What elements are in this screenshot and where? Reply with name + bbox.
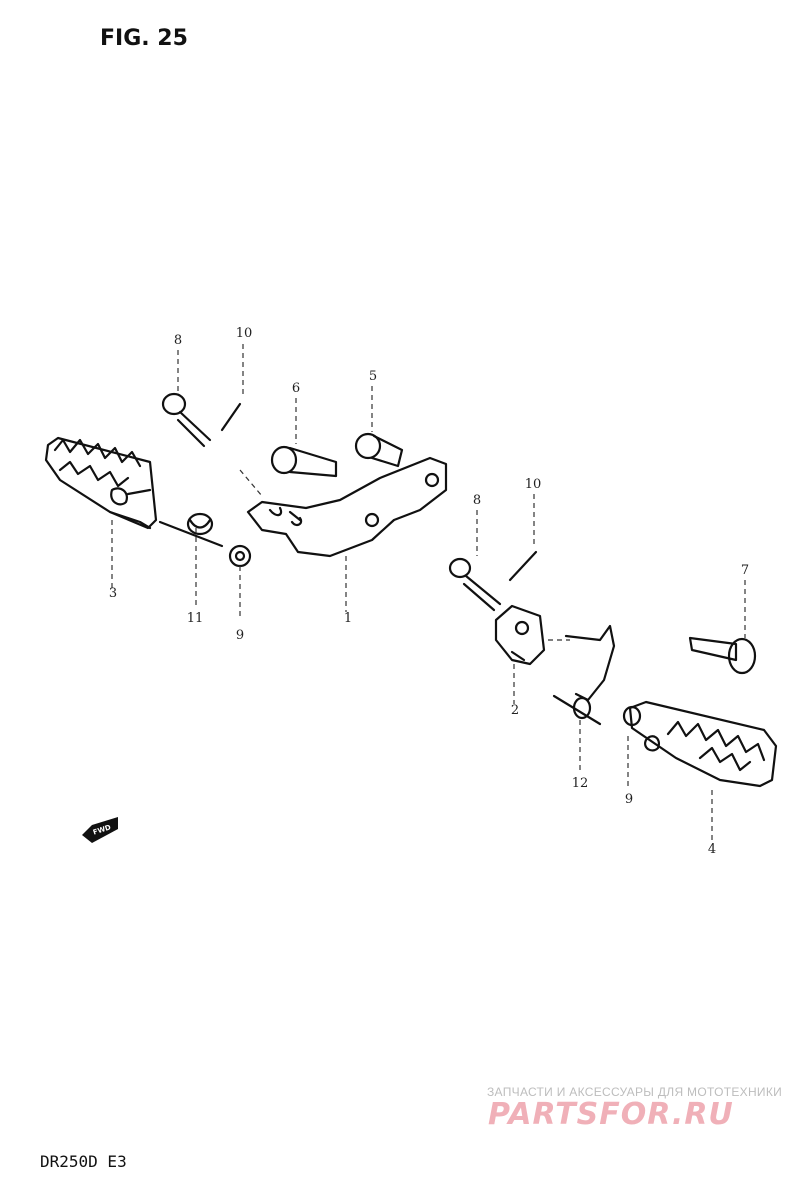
callout-3: 3	[108, 586, 118, 601]
spring-right-part	[552, 694, 602, 726]
callout-10-left: 10	[235, 326, 253, 341]
callout-10-right: 10	[524, 477, 542, 492]
callout-7: 7	[740, 563, 750, 578]
callout-2: 2	[510, 703, 520, 718]
pin-left-part	[161, 392, 242, 448]
callout-4: 4	[707, 842, 717, 857]
callout-9-right: 9	[624, 792, 634, 807]
callout-8-left: 8	[173, 333, 183, 348]
bolt-6-part	[270, 445, 338, 478]
callout-8-right: 8	[472, 493, 482, 508]
spring-part	[158, 512, 224, 548]
pin-right-part	[448, 550, 538, 612]
model-code: DR250D E3	[40, 1152, 127, 1171]
bolt-7-part	[688, 636, 757, 675]
callout-9-left: 9	[235, 628, 245, 643]
bracket-left-part	[246, 456, 448, 558]
footpeg-right-part	[622, 700, 778, 788]
callout-1: 1	[343, 611, 353, 626]
footpeg-left-part	[44, 436, 158, 530]
watermark-subtitle: ЗАПЧАСТИ И АКСЕССУАРЫ ДЛЯ МОТОТЕХНИКИ	[487, 1085, 783, 1099]
forward-arrow-icon: FWD	[82, 817, 118, 843]
callout-5: 5	[368, 369, 378, 384]
washer-left-part	[228, 544, 252, 568]
figure-title: FIG. 25	[100, 26, 188, 51]
watermark-logo: PARTSFOR.RU	[488, 1097, 734, 1132]
callout-11: 11	[186, 611, 204, 626]
bolt-5-part	[354, 432, 404, 468]
callout-6: 6	[291, 381, 301, 396]
callout-12: 12	[571, 776, 589, 791]
